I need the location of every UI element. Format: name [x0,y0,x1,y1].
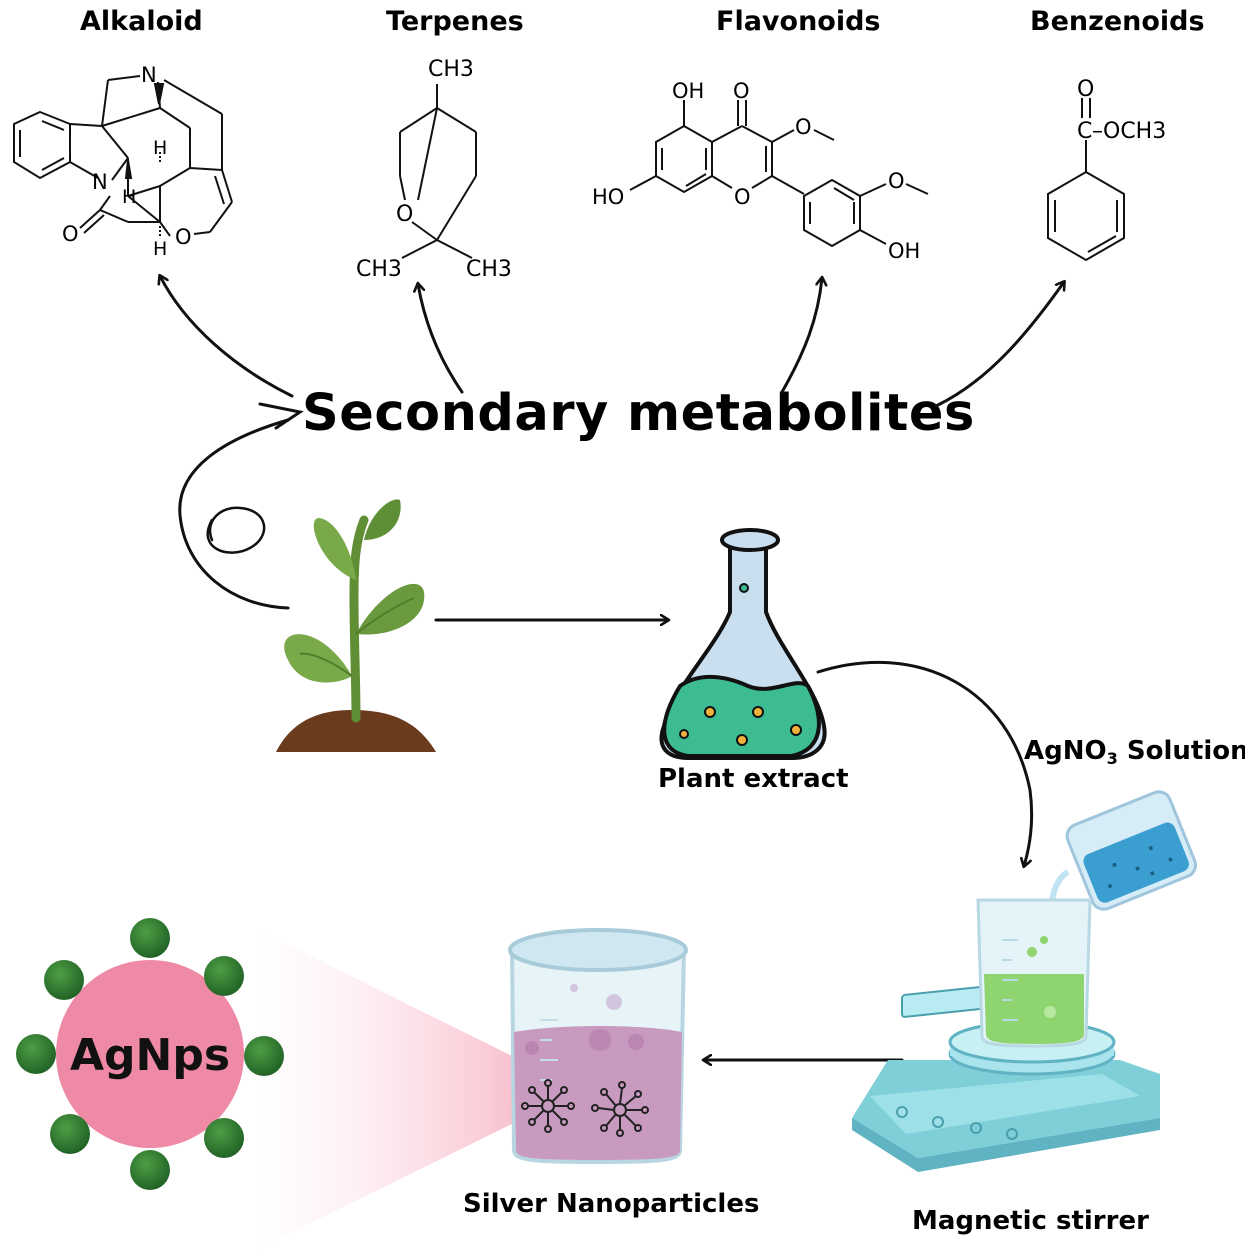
flavonoids-ho-left: HO [592,185,624,209]
category-alkaloid: Alkaloid [80,6,203,37]
magnification-cone [258,930,520,1249]
alkaloid-atom-n-left: N [92,170,108,194]
arrow-plant-to-metabolites [178,418,290,610]
magnetic-stirrer-label: Magnetic stirrer [912,1206,1149,1236]
magnetic-stirrer [852,898,1160,1172]
plant-illustration [276,499,436,752]
arrow-to-terpenes [418,284,464,394]
nanoparticle-molecule-right [591,1081,649,1137]
alkaloid-atom-n-top: N [141,63,157,87]
nanoparticle-molecule-left [521,1079,575,1133]
terpenes-ch3-left: CH3 [356,257,402,282]
terpenes-o-bridge: O [396,202,413,227]
flavonoids-o-ring: O [734,185,751,209]
arrow-to-benzenoids [934,282,1064,408]
benzenoids-o-carbonyl: O [1077,77,1094,102]
category-benzenoids: Benzenoids [1030,6,1205,37]
metabolite-arrows [160,276,1064,1060]
flavonoids-oh-right: OH [888,239,920,263]
arrow-to-alkaloid [160,276,294,398]
flavonoids-structure [629,100,929,248]
benzenoids-structure [1047,98,1125,262]
benzenoids-och3: –OCH3 [1092,119,1166,144]
alkaloid-atom-h-bottom: H [153,238,167,260]
category-terpenes: Terpenes [386,6,524,37]
agnps-label: AgNps [70,1030,230,1081]
alkaloid-atom-h-left: H [122,186,136,208]
main-title: Secondary metabolites [302,384,975,443]
leaf-top-left [313,518,356,580]
plant-extract-flask [659,528,827,760]
alkaloid-atom-o-ketone: O [62,222,79,246]
flavonoids-o-keto: O [733,79,750,103]
agnps-particle: AgNps [16,918,284,1190]
leaf-bottom-left [284,634,352,683]
nanoparticle-beaker [258,928,688,1249]
plant-extract-label: Plant extract [658,764,849,794]
terpenes-structure [399,84,477,259]
flavonoids-ome-right: O [888,169,905,193]
leaf-top-right [364,499,401,540]
terpenes-ch3-top: CH3 [428,57,474,82]
agno3-beaker [1065,790,1198,911]
terpenes-ch3-right: CH3 [466,257,512,282]
category-flavonoids: Flavonoids [716,6,881,37]
flavonoids-ome-top: O [795,115,812,139]
arrow-to-flavonoids [780,278,822,394]
agnps-shell-spheres [16,918,284,1190]
flavonoids-oh-top: OH [672,79,704,103]
arrow-extract-to-stirrer [816,660,1034,866]
agno3-solution-label: AgNO3 Solution [1024,736,1245,768]
silver-nanoparticles-label: Silver Nanoparticles [463,1189,760,1219]
benzenoids-c-carbonyl: C [1077,119,1092,144]
alkaloid-structure [13,75,233,238]
alkaloid-atom-h-top: H [153,137,167,159]
alkaloid-atom-o-ring: O [175,225,192,249]
